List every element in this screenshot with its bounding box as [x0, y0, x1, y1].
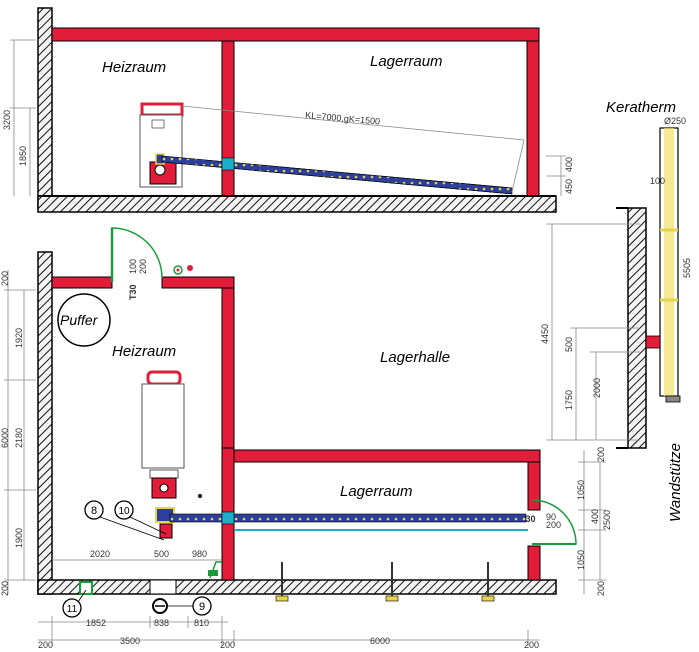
chimney-dim-1750: 1750 [564, 390, 574, 410]
puffer-tank [57, 293, 111, 347]
marker-8: 8 [84, 500, 165, 541]
marker-9: 9 [167, 596, 212, 616]
top-boiler [139, 102, 184, 188]
marker-11-label: 11 [67, 604, 78, 615]
top-heizraum-label: Heizraum [102, 59, 166, 76]
chimney-section: Keratherm Ø250 100 5505 Wandstütze 4450 … [540, 99, 692, 522]
lagerhalle-label: Lagerhalle [380, 349, 450, 366]
dim-left-6000: 6000 [0, 428, 10, 448]
supports [275, 562, 495, 602]
bottom-floor-slab [37, 579, 557, 595]
dim-1850: 1850 [18, 146, 28, 166]
dim-right-200: 200 [596, 447, 606, 462]
dim-right-1050a: 1050 [576, 480, 586, 500]
chimney-dim-5505: 5505 [682, 258, 692, 278]
chimney-dim-2000: 2000 [592, 378, 602, 398]
dim-left-200b: 200 [0, 581, 10, 596]
marker-10-label: 10 [118, 506, 130, 517]
dim-right-2500: 2500 [602, 510, 612, 530]
door-right: T30 90 200 [520, 499, 577, 545]
chimney-title: Keratherm [606, 99, 676, 116]
chimney-dim-500: 500 [564, 337, 574, 352]
bottom-lagerraum-label: Lagerraum [340, 483, 413, 500]
bottom-screw-conveyor [169, 513, 527, 523]
dim-in-980: 980 [192, 549, 207, 559]
dim-b-810: 810 [194, 618, 209, 628]
screw-note: KL=7000,gK=1500 [305, 110, 381, 127]
dim-b-838: 838 [154, 618, 169, 628]
dim-b-1852: 1852 [86, 618, 106, 628]
lagerraum-right-wall-top [527, 461, 541, 511]
chimney-dim-4450: 4450 [540, 324, 550, 344]
chimney-dim-100: 100 [650, 176, 665, 186]
marker-9-label: 9 [199, 601, 205, 613]
top-right-wall [526, 40, 540, 197]
marker-8-label: 8 [91, 505, 97, 517]
bottom-section: T30 100 200 T30 90 200 Puffer [0, 227, 612, 650]
lagerraum-top-wall [233, 449, 541, 463]
top-section: KL=7000,gK=1500 Heizraum Lagerraum 3200 … [2, 7, 574, 213]
dim-left-1900: 1900 [14, 528, 24, 548]
dim-b-200b: 200 [220, 640, 235, 650]
top-floor-slab [37, 195, 557, 213]
dim-in-2020: 2020 [90, 549, 110, 559]
bottom-boiler [141, 370, 202, 539]
dim-400: 400 [564, 157, 574, 172]
marker-11: 11 [62, 589, 87, 618]
door-top-t30: T30 [128, 284, 138, 300]
door-right-t30: T30 [520, 514, 536, 524]
top-roof [51, 27, 540, 42]
chimney-diameter: Ø250 [664, 116, 686, 126]
top-lagerraum-label: Lagerraum [370, 53, 443, 70]
dim-3200: 3200 [2, 110, 12, 130]
top-middle-wall [221, 40, 235, 197]
dim-450: 450 [564, 179, 574, 194]
heizraum-top-wall-right [161, 276, 235, 289]
door-top-w: 100 [128, 259, 138, 274]
dim-right-1050b: 1050 [576, 550, 586, 570]
lagerraum-right-wall-bottom [527, 545, 541, 581]
dim-b-200c: 200 [524, 640, 539, 650]
bottom-left-wall [37, 251, 53, 595]
door-top-h: 200 [138, 259, 148, 274]
dim-left-1920: 1920 [14, 328, 24, 348]
dim-left-200a: 200 [0, 271, 10, 286]
heizraum-top-wall-left [51, 276, 113, 289]
dim-left-2180: 2180 [14, 428, 24, 448]
bottom-heizraum-label: Heizraum [112, 343, 176, 360]
top-left-wall [37, 7, 53, 209]
dim-b-200a: 200 [38, 640, 53, 650]
dim-right-200b: 200 [596, 581, 606, 596]
door-top: T30 100 200 [110, 227, 163, 300]
chimney-support-label: Wandstütze [667, 443, 684, 522]
dim-b-3500: 3500 [120, 636, 140, 646]
puffer-label: Puffer [60, 312, 99, 328]
door-right-h: 200 [546, 520, 561, 530]
marker-10: 10 [114, 500, 167, 535]
top-screw-conveyor [161, 155, 513, 195]
heizraum-right-wall-upper [221, 287, 235, 449]
door-right-w: 90 [546, 512, 556, 522]
dim-b-6000: 6000 [370, 636, 390, 646]
dim-right-400: 400 [590, 509, 600, 524]
dim-in-500: 500 [154, 549, 169, 559]
